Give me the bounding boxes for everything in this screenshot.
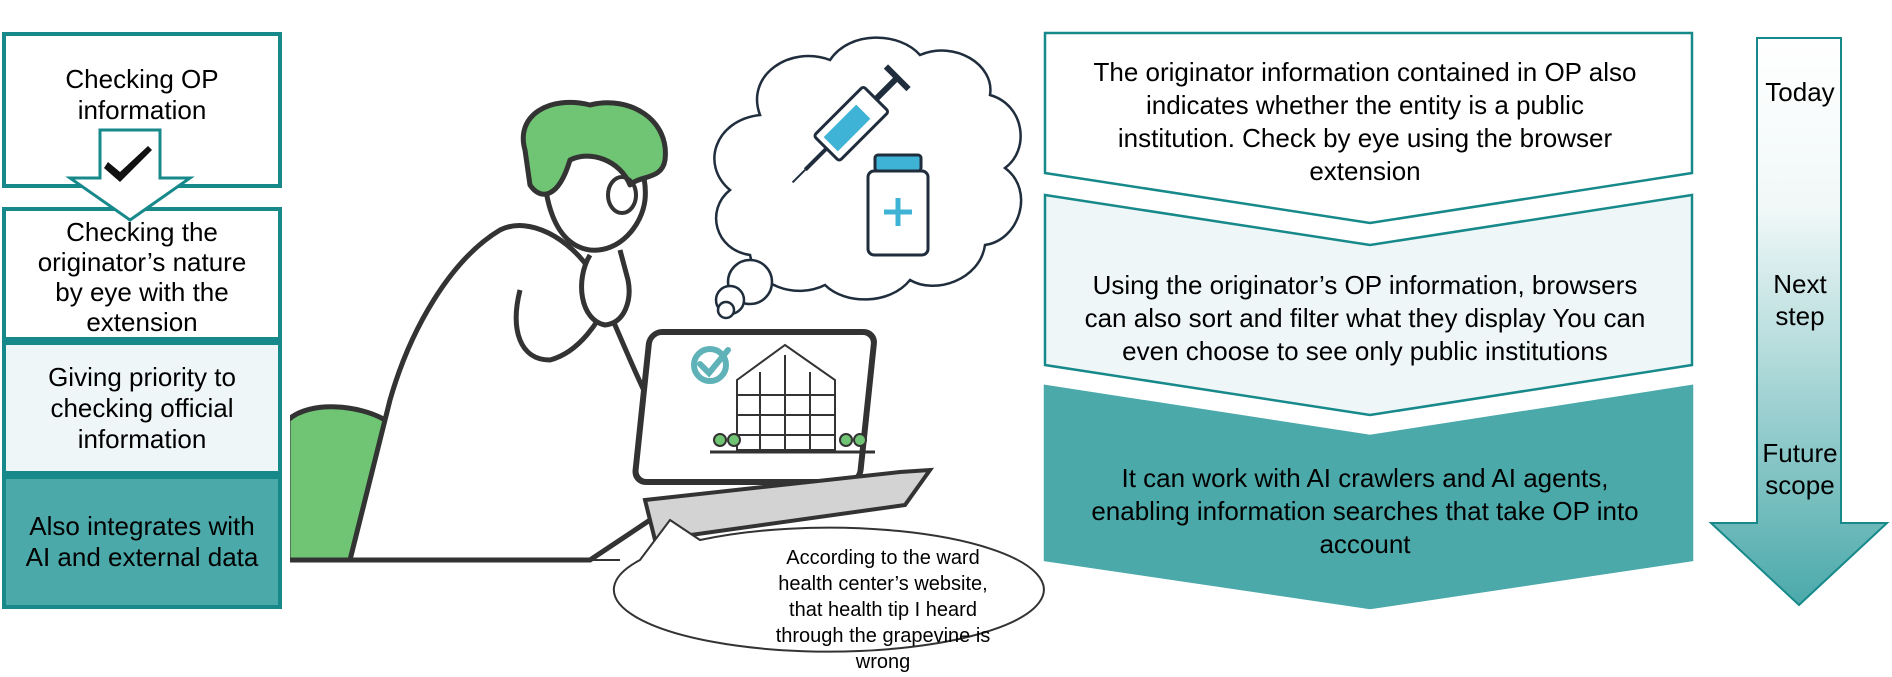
step-3-text: It can work with AI crawlers and AI agen… [1091,462,1639,559]
step-3-shape [1043,384,1694,610]
left-item-label: Giving priority to checking official inf… [48,361,236,454]
tree-icon [853,433,867,447]
step-1-text: The originator information contained in … [1093,57,1637,186]
checkmark-icon [104,146,152,182]
vial-icon [866,153,930,257]
check-down-arrow [65,128,195,222]
left-item-ai-integration: Also integrates with AI and external dat… [2,475,282,609]
step-1-shape [1043,31,1694,225]
building-icon [710,343,875,454]
verified-check-icon [691,346,731,384]
timeline-arrow [1708,37,1890,607]
step-2-shape [1043,193,1694,417]
left-item-label: Checking the originator’s nature by eye … [37,217,247,337]
speech-bubble-text: According to the ward health center’s we… [775,547,991,673]
green-hair [520,99,668,197]
left-item-label: Also integrates with AI and external dat… [25,511,259,572]
syringe-icon [791,64,911,184]
timeline-label-future-scope: Future scope [1762,438,1838,500]
left-item-label: Checking OP information [65,64,219,125]
step-chevrons [1043,31,1694,610]
illustration [290,36,1045,653]
left-item-official-priority: Giving priority to checking official inf… [2,341,282,475]
thought-cloud [713,36,1023,320]
timeline-label-next-step: Next step [1773,269,1827,331]
speech-bubble [612,518,1045,653]
laptop [632,329,935,543]
tree-icon [839,433,853,447]
step-2-text: Using the originator’s OP information, b… [1084,269,1646,366]
tree-icon [713,433,727,447]
tree-icon [727,433,741,447]
timeline-label-today: Today [1765,77,1835,107]
